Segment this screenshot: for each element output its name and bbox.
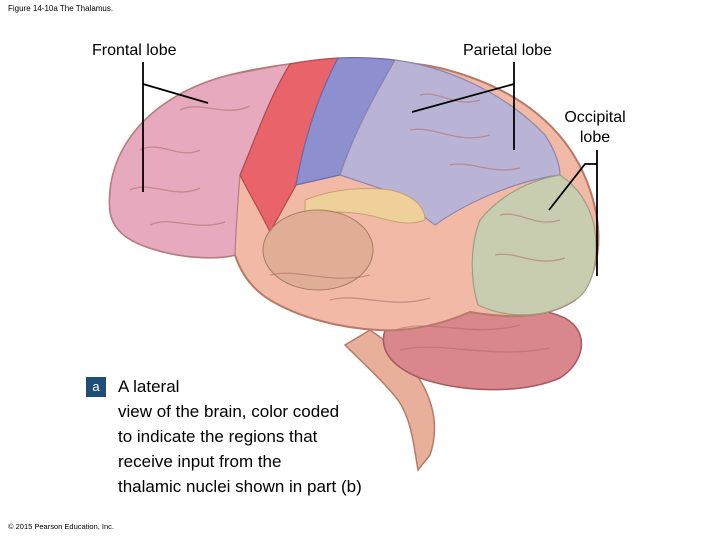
occipital-leader [548, 150, 598, 276]
figure-caption: A lateral view of the brain, color coded… [118, 374, 428, 499]
caption-line-3: to indicate the regions that [118, 427, 318, 446]
copyright-notice: © 2015 Pearson Education, Inc. [8, 522, 115, 531]
caption-line-5: thalamic nuclei shown in part (b) [118, 477, 362, 496]
part-a-badge: a [86, 377, 106, 397]
parietal-leader [411, 62, 515, 150]
leader-lines [142, 62, 598, 276]
parietal-region [339, 59, 561, 226]
occipital-label-line1: Occipital [564, 109, 626, 126]
caption-line-1: A lateral [118, 377, 180, 396]
thalamus-projection [262, 209, 374, 291]
caption-line-4: receive input from the [118, 452, 282, 471]
frontal-lobe-label: Frontal lobe [92, 42, 177, 59]
figure-title: Figure 14-10a The Thalamus. [8, 4, 114, 13]
occipital-label-line2: lobe [579, 129, 611, 146]
caption-line-2: view of the brain, color coded [118, 402, 340, 421]
gyri-texture [129, 93, 566, 353]
frontal-leader [142, 62, 209, 192]
occipital-lobe-label: Occipital lobe [550, 108, 640, 148]
occipital-region [471, 174, 597, 316]
limbic-region [304, 188, 426, 224]
parietal-lobe-label: Parietal lobe [463, 42, 552, 59]
